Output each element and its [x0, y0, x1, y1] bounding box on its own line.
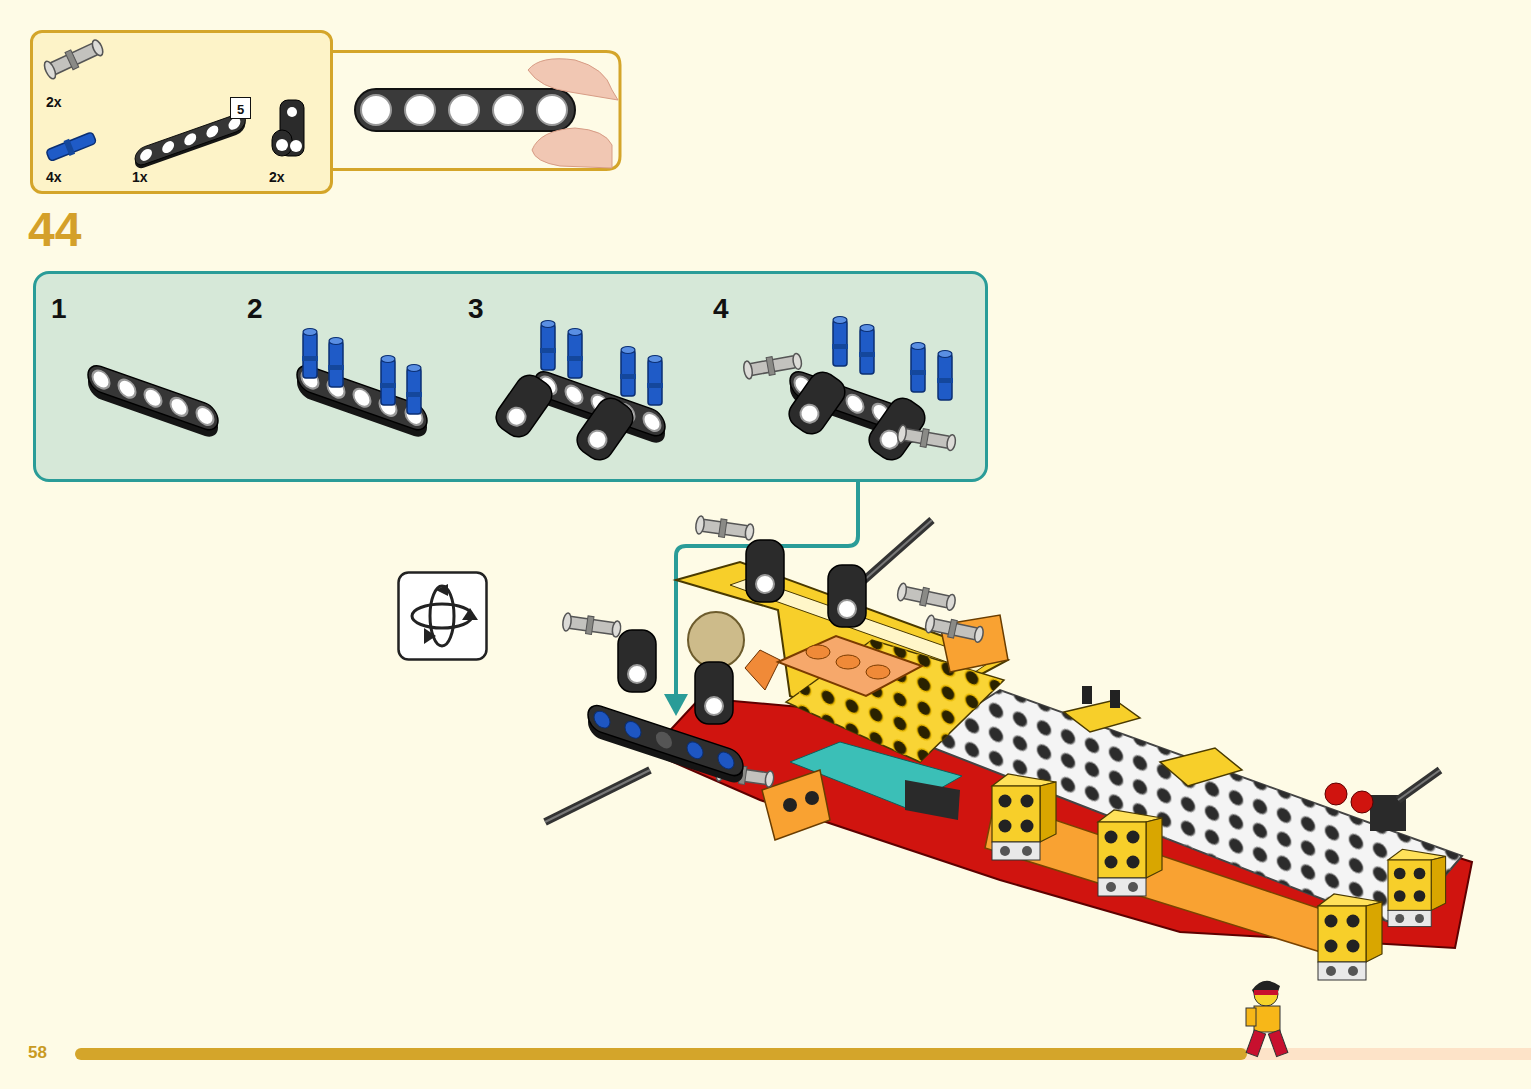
substep-number: 2 [247, 294, 263, 325]
length-box: 5 [230, 97, 251, 119]
part-count: 1x [132, 170, 148, 185]
parts-callout: 2x 4x 1x 2x 5 [30, 30, 333, 194]
length-number: 5 [237, 103, 244, 117]
part-count: 2x [46, 95, 62, 110]
part-count: 2x [269, 170, 285, 185]
part-count: 4x [46, 170, 62, 185]
step-number: 44 [28, 204, 81, 257]
substep-number: 1 [51, 294, 67, 325]
substep-panel: 1 2 3 4 [33, 271, 988, 482]
page-number: 58 [28, 1044, 47, 1063]
substep-number: 4 [713, 294, 729, 325]
substep-number: 3 [468, 294, 484, 325]
